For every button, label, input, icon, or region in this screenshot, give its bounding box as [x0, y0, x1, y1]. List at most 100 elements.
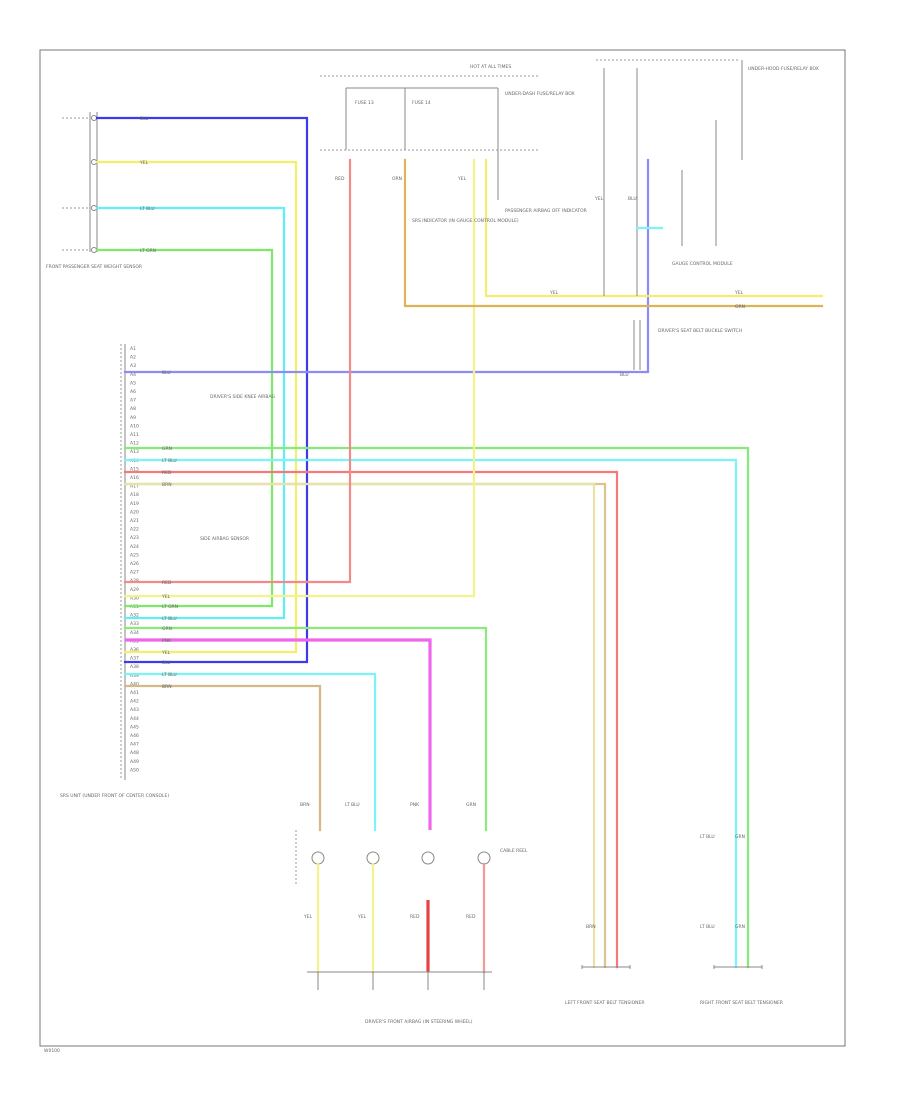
srs-pin-27: A27 — [130, 570, 139, 576]
srs-pin-3: A3 — [130, 363, 136, 369]
srs-pin-39: A39 — [130, 673, 139, 679]
lbl-yel-9: YEL — [594, 196, 604, 202]
srs-pin-43: A43 — [130, 707, 139, 713]
srs-pin-48: A48 — [130, 750, 139, 756]
wire-yel-fuse — [123, 158, 476, 598]
srs-pin-29: A29 — [130, 587, 139, 593]
srs-pin-23: A23 — [130, 535, 139, 541]
lbl-ltgrn-1: LT GRN — [140, 248, 156, 254]
lbl-yel-5: YEL — [357, 914, 367, 920]
lbl-yel-8: YEL — [734, 290, 744, 296]
srs-pin-24: A24 — [130, 544, 139, 550]
lbl-ltblu-5: LT BLU — [345, 802, 360, 808]
lbl-brn-3: BRN — [300, 802, 310, 808]
srs-pin-30: A30 — [130, 595, 139, 601]
srs-pin-38: A38 — [130, 664, 139, 670]
srs-pin-6: A6 — [130, 389, 136, 395]
side-airbag-label: DRIVER'S FRONT AIRBAG (IN STEERING WHEEL… — [365, 1019, 473, 1025]
lbl-grn-1: GRN — [162, 446, 172, 452]
wire-yel-top — [95, 160, 298, 654]
side-airbag-sensor-label: SIDE AIRBAG SENSOR — [200, 536, 249, 542]
passenger-indicator-label: PASSENGER AIRBAG OFF INDICATOR — [505, 208, 587, 214]
lbl-grn-4: GRN — [735, 834, 745, 840]
lbl-org-2: ORN — [735, 304, 745, 310]
lbl-ltgrn-2: LT GRN — [162, 604, 178, 610]
lbl-red-5: RED — [335, 176, 345, 182]
under-dash-fuse-box — [320, 75, 540, 151]
wire-ltgrn-top — [95, 248, 274, 608]
lbl-yel-6: YEL — [457, 176, 467, 182]
right-front-tensioner-connector — [713, 965, 763, 969]
wire-grn-right-a — [123, 446, 750, 969]
srs-pin-20: A20 — [130, 509, 139, 515]
lbl-blu-3: BLU — [162, 660, 171, 666]
srs-pin-40: A40 — [130, 681, 139, 687]
lbl-ltblu-2: LT BLU — [162, 458, 177, 464]
hot-label: HOT AT ALL TIMES — [470, 64, 511, 70]
srs-unit-pins: A1A2A3A4A5A6A7A8A9A10A11A12A13A14A15A16A… — [130, 346, 139, 773]
srs-pin-17: A17 — [130, 484, 139, 490]
srs-pin-26: A26 — [130, 561, 139, 567]
srs-pin-10: A10 — [130, 423, 139, 429]
lbl-yel-7: YEL — [549, 290, 559, 296]
lbl-red-3: RED — [410, 914, 420, 920]
srs-pin-19: A19 — [130, 501, 139, 507]
srs-pin-16: A16 — [130, 475, 139, 481]
srs-pin-33: A33 — [130, 621, 139, 627]
wire-yel-bus — [484, 158, 824, 298]
lbl-ltblu-1: LT BLU — [140, 206, 155, 212]
lbl-ltblu-6: LT BLU — [700, 834, 715, 840]
diagram-frame — [39, 49, 846, 1047]
driver-seatbelt-switch — [633, 320, 641, 370]
lbl-grn-5: GRN — [735, 924, 745, 930]
footer-code: W0100 — [44, 1048, 60, 1054]
engine-box-label: UNDER-HOOD FUSE/RELAY BOX — [748, 66, 819, 72]
lbl-brn-2: BRN — [162, 684, 172, 690]
wire-tan-left — [123, 482, 596, 969]
srs-pin-37: A37 — [130, 656, 139, 662]
wire-brn-left — [123, 482, 607, 969]
lbl-brn-4: BRN — [586, 924, 596, 930]
srs-unit-label: SRS UNIT (UNDER FRONT OF CENTER CONSOLE) — [60, 793, 169, 799]
lbl-pnk-2: PNK — [410, 802, 420, 808]
wire-grn-module — [123, 626, 488, 832]
srs-pin-41: A41 — [130, 690, 139, 696]
srs-pin-18: A18 — [130, 492, 139, 498]
fuse-b-label: FUSE 14 — [412, 100, 431, 106]
lbl-red-2: RED — [162, 580, 172, 586]
srs-pin-1: A1 — [130, 346, 136, 352]
lbl-yel-2: YEL — [161, 594, 171, 600]
srs-pin-47: A47 — [130, 742, 139, 748]
airbag-modules — [295, 830, 491, 884]
front-passenger-label: FRONT PASSENGER SEAT WEIGHT SENSOR — [46, 264, 142, 270]
srs-pin-2: A2 — [130, 355, 136, 361]
lbl-pnk-1: PNK — [162, 638, 172, 644]
lbl-red-1: RED — [162, 470, 172, 476]
srs-pin-32: A32 — [130, 613, 139, 619]
wire-blu-top — [95, 116, 309, 664]
srs-pin-22: A22 — [130, 527, 139, 533]
wire-pnk-module — [125, 638, 432, 830]
driver-indicator-label: SRS INDICATOR (IN GAUGE CONTROL MODULE) — [412, 218, 519, 224]
lbl-ltblu-4: LT BLU — [162, 672, 177, 678]
srs-pin-44: A44 — [130, 716, 139, 722]
srs-pin-21: A21 — [130, 518, 139, 524]
lbl-blu-4: BLU — [628, 196, 637, 202]
srs-pin-13: A13 — [130, 449, 139, 455]
left-front-tensioner-connector — [581, 965, 631, 969]
lower-left-label: DRIVER'S SIDE KNEE AIRBAG — [210, 394, 275, 400]
fuse-a-label: FUSE 13 — [355, 100, 374, 106]
srs-pin-11: A11 — [130, 432, 139, 438]
left-front-tensioner-label: LEFT FRONT SEAT BELT TENSIONER — [565, 1000, 644, 1006]
srs-pin-4: A4 — [130, 372, 136, 378]
lbl-grn-2: GRN — [162, 626, 172, 632]
lbl-ltblu-7: LT BLU — [700, 924, 715, 930]
srs-pin-46: A46 — [130, 733, 139, 739]
cable-reel-label: CABLE REEL — [500, 848, 528, 854]
srs-pin-42: A42 — [130, 699, 139, 705]
lbl-grn-3: GRN — [466, 802, 476, 808]
wire-ltblu-top — [95, 206, 286, 620]
gauge-control-label: GAUGE CONTROL MODULE — [672, 261, 733, 267]
wire-red-fuse — [123, 158, 352, 584]
